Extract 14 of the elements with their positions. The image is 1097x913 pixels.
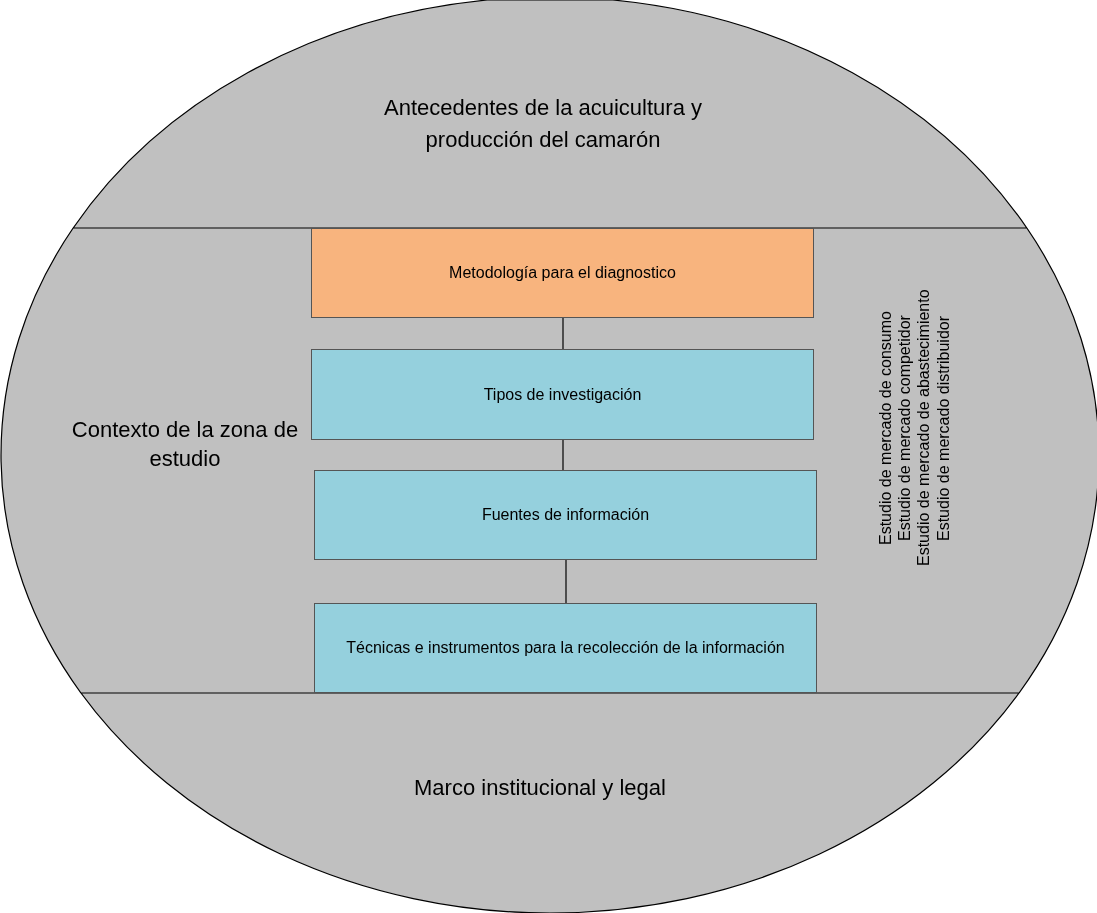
- process-box: Metodología para el diagnostico: [311, 228, 814, 318]
- band-heading: Antecedentes de la acuicultura y producción del camarón: [383, 94, 703, 154]
- band-heading: Marco institucional y legal: [413, 775, 667, 801]
- connector-line: [562, 317, 564, 350]
- vertical-label: Estudio de mercado de consumo: [876, 310, 895, 547]
- vertical-label: Estudio de mercado distribuidor: [933, 314, 953, 543]
- process-box: Fuentes de información: [314, 470, 817, 560]
- process-box: Técnicas e instrumentos para la recolección de la información: [314, 603, 817, 693]
- process-box: Tipos de investigación: [311, 349, 814, 440]
- vertical-label: Estudio de mercado competidor: [895, 314, 915, 543]
- connector-line: [562, 439, 564, 471]
- vertical-label: Estudio de mercado de abastecimiento: [914, 288, 934, 569]
- band-heading: Contexto de la zona de estudio: [70, 416, 300, 473]
- connector-line: [565, 559, 567, 604]
